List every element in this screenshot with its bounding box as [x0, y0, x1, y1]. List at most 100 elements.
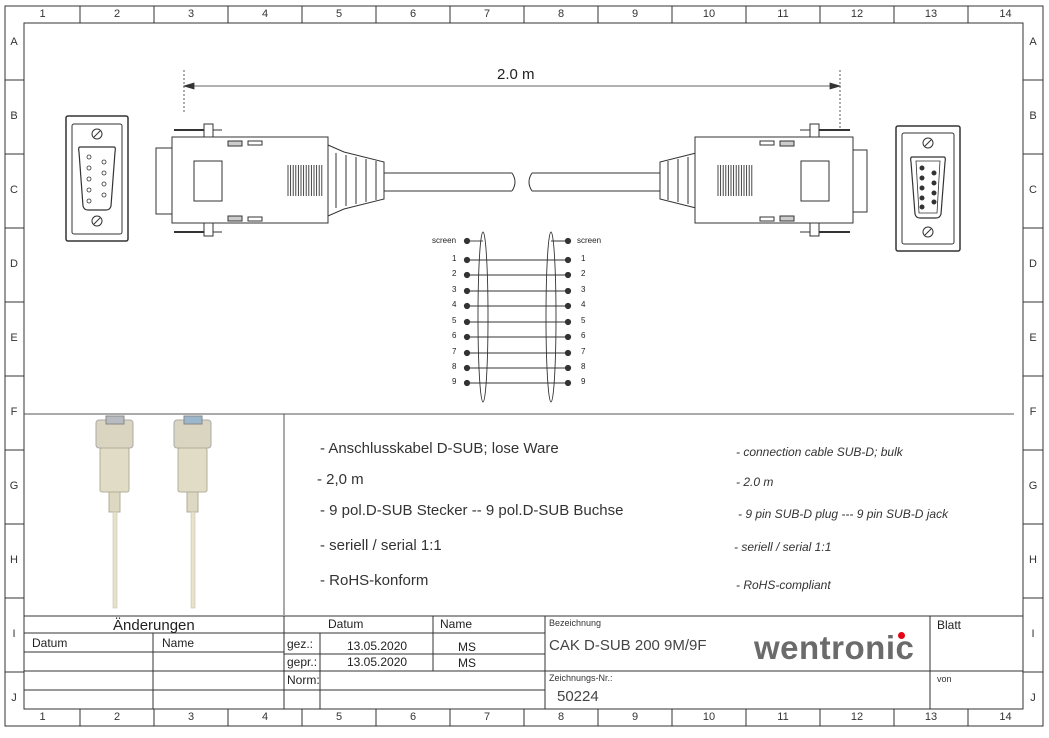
grid-col-label: 9 — [631, 711, 639, 723]
grid-col-label: 3 — [187, 711, 195, 723]
right-connector-front-view — [895, 125, 961, 252]
description-de-line-4: - seriell / serial 1:1 — [320, 537, 442, 554]
grid-col-label: 8 — [557, 8, 565, 20]
grid-col-label: 5 — [335, 8, 343, 20]
signoff-datum-header: Datum — [328, 617, 364, 631]
grid-col-label: 6 — [409, 8, 417, 20]
grid-col-label: 14 — [999, 8, 1012, 20]
grid-row-label: A — [1029, 36, 1037, 48]
wiring-pin-label-left: 3 — [452, 285, 457, 294]
description-en-line-4: - seriell / serial 1:1 — [734, 540, 832, 554]
grid-col-label: 10 — [702, 711, 716, 723]
grid-col-label: 2 — [113, 711, 121, 723]
grid-col-label: 11 — [777, 711, 789, 723]
grid-row-label: G — [9, 480, 19, 492]
changes-name-header: Name — [162, 636, 195, 650]
product-designation: CAK D-SUB 200 9M/9F — [549, 637, 707, 654]
wiring-screen-label-left: screen — [432, 236, 457, 245]
grid-col-label: 11 — [777, 8, 789, 20]
grid-row-label: C — [10, 184, 18, 196]
grid-row-label: B — [1029, 110, 1037, 122]
grid-col-label: 7 — [483, 711, 491, 723]
description-de-line-1: - Anschlusskabel D-SUB; lose Ware — [320, 440, 559, 457]
length-dimension-label: 2.0 m — [497, 66, 535, 83]
grid-row-label: I — [1031, 628, 1035, 640]
right-connector-side-view — [528, 123, 868, 237]
gepr-name: MS — [458, 656, 476, 670]
description-en-line-5: - RoHS-compliant — [736, 578, 831, 592]
grid-col-label: 3 — [187, 8, 195, 20]
wiring-pin-label-left: 6 — [452, 331, 457, 340]
blatt-label: Blatt — [937, 618, 962, 632]
wiring-pin-label-right: 7 — [581, 347, 586, 356]
wiring-pin-label-right: 9 — [581, 377, 586, 386]
wiring-pin-label-left: 4 — [452, 300, 457, 309]
grid-col-label: 2 — [113, 8, 121, 20]
grid-row-label: D — [1029, 258, 1037, 270]
wiring-pin-label-right: 1 — [581, 254, 586, 263]
wiring-diagram — [463, 231, 572, 403]
description-en-line-1: - connection cable SUB-D; bulk — [736, 445, 903, 459]
grid-row-label: H — [1029, 554, 1037, 566]
grid-row-label: F — [10, 406, 18, 418]
grid-col-label: 12 — [850, 711, 864, 723]
wiring-pin-label-right: 5 — [581, 316, 586, 325]
grid-row-label: B — [10, 110, 18, 122]
description-en-line-3: - 9 pin SUB-D plug --- 9 pin SUB-D jack — [738, 507, 949, 521]
wiring-pin-label-left: 5 — [452, 316, 457, 325]
grid-col-label: 13 — [924, 8, 938, 20]
grid-row-label: G — [1028, 480, 1038, 492]
norm-label: Norm: — [287, 673, 320, 687]
grid-row-label: J — [1030, 692, 1036, 704]
grid-col-label: 5 — [335, 711, 343, 723]
gepr-label: gepr.: — [287, 655, 318, 669]
wiring-pin-label-left: 7 — [452, 347, 457, 356]
grid-row-label: C — [1029, 184, 1037, 196]
von-label: von — [937, 674, 952, 684]
wiring-pin-label-right: 8 — [581, 362, 586, 371]
dimension-line — [182, 70, 842, 130]
product-photo — [95, 415, 212, 609]
wiring-pin-label-left: 9 — [452, 377, 457, 386]
grid-col-label: 10 — [702, 8, 716, 20]
grid-row-label: J — [11, 692, 17, 704]
grid-col-label: 9 — [631, 8, 639, 20]
grid-col-label: 7 — [483, 8, 491, 20]
gepr-date: 13.05.2020 — [347, 655, 408, 669]
grid-col-label: 8 — [557, 711, 565, 723]
grid-row-label: I — [12, 628, 16, 640]
drawing-number: 50224 — [557, 688, 599, 705]
wiring-screen-label-right: screen — [577, 236, 602, 245]
grid-row-label: A — [10, 36, 18, 48]
grid-col-label: 6 — [409, 711, 417, 723]
grid-col-label: 12 — [850, 8, 864, 20]
zeichnungs-nr-label: Zeichnungs-Nr.: — [549, 673, 613, 683]
grid-col-label: 13 — [924, 711, 938, 723]
wiring-pin-label-right: 3 — [581, 285, 586, 294]
description-en-line-2: - 2.0 m — [736, 475, 774, 489]
grid-row-label: E — [10, 332, 18, 344]
wiring-pin-label-right: 4 — [581, 300, 586, 309]
description-de-line-5: - RoHS-konform — [320, 572, 429, 589]
wiring-pin-label-left: 1 — [452, 254, 457, 263]
signoff-name-header: Name — [440, 617, 473, 631]
gez-label: gez.: — [287, 637, 314, 651]
description-de-line-2: - 2,0 m — [317, 471, 364, 488]
gez-date: 13.05.2020 — [347, 639, 408, 653]
wiring-pin-label-left: 2 — [452, 269, 457, 278]
description-de-line-3: - 9 pol.D-SUB Stecker -- 9 pol.D-SUB Buc… — [320, 502, 624, 519]
wiring-pin-label-left: 8 — [452, 362, 457, 371]
grid-row-label: H — [10, 554, 18, 566]
left-connector-front-view — [65, 115, 129, 242]
grid-col-label: 4 — [261, 8, 269, 20]
grid-col-label: 4 — [261, 711, 269, 723]
changes-heading: Änderungen — [113, 617, 195, 634]
gez-name: MS — [458, 640, 476, 654]
changes-datum-header: Datum — [32, 636, 68, 650]
wiring-pin-label-right: 2 — [581, 269, 586, 278]
grid-row-label: D — [10, 258, 18, 270]
grid-row-label: F — [1029, 406, 1037, 418]
grid-col-label: 1 — [39, 711, 46, 723]
left-connector-side-view — [155, 123, 516, 237]
